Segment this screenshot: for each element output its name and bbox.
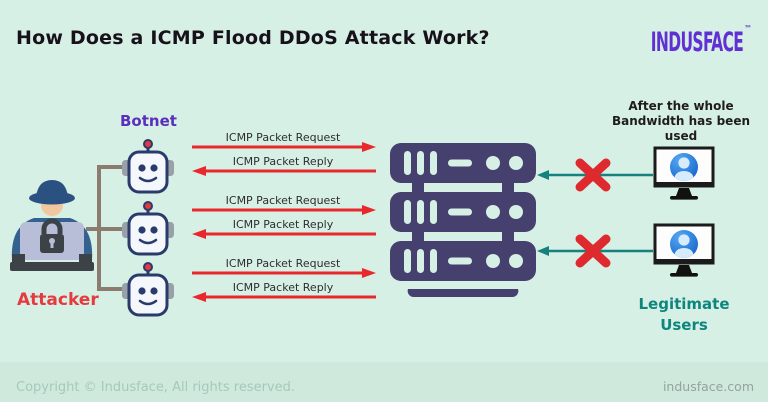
blocked-x-icon — [575, 234, 611, 268]
monitor-user-icon — [653, 146, 715, 200]
icmp-request-label: ICMP Packet Request — [225, 131, 341, 144]
page-title: How Does a ICMP Flood DDoS Attack Work? — [16, 27, 490, 49]
arrow-right-icon — [192, 142, 376, 152]
botnet-label: Botnet — [120, 112, 177, 130]
arrow-left-icon — [192, 229, 376, 239]
indusface-logo: INDUSFACE ™ — [594, 24, 752, 58]
legitimate-users-line2: Users — [660, 316, 708, 334]
legitimate-users-line1: Legitimate — [638, 295, 730, 313]
bandwidth-note: After the whole Bandwidth has been used — [596, 99, 766, 144]
bandwidth-note-line2: Bandwidth has been used — [612, 114, 750, 143]
blocked-x-icon — [575, 158, 611, 192]
bot-robot-icon — [122, 262, 174, 317]
website-text: indusface.com — [662, 379, 754, 394]
blocked-traffic-arrow-icon — [537, 246, 653, 256]
legitimate-users-label: Legitimate Users — [618, 294, 750, 336]
icmp-reply-label: ICMP Packet Reply — [232, 218, 334, 231]
attacker-label: Attacker — [17, 290, 99, 310]
botnet-branch-line — [97, 165, 124, 169]
bot-robot-icon — [122, 201, 174, 256]
monitor-user-icon — [653, 223, 715, 277]
lock-icon — [40, 218, 64, 253]
arrow-right-icon — [192, 268, 376, 278]
footer-band — [0, 362, 768, 402]
icmp-request-label: ICMP Packet Request — [225, 194, 341, 207]
icmp-request-label: ICMP Packet Request — [225, 257, 341, 270]
trademark-symbol: ™ — [744, 24, 752, 33]
arrow-left-icon — [192, 292, 376, 302]
server-stack-icon — [390, 143, 536, 298]
arrow-right-icon — [192, 205, 376, 215]
attacker-hacker-icon — [10, 180, 94, 271]
bot-robot-icon — [122, 139, 174, 194]
arrow-left-icon — [192, 166, 376, 176]
blocked-traffic-arrow-icon — [537, 170, 653, 180]
icmp-reply-label: ICMP Packet Reply — [232, 281, 334, 294]
botnet-branch-line — [97, 287, 124, 291]
bandwidth-note-line1: After the whole — [628, 99, 734, 113]
botnet-branch-line — [86, 227, 124, 231]
logo-wordmark: INDUSFACE — [650, 26, 743, 58]
icmp-reply-label: ICMP Packet Reply — [232, 155, 334, 168]
copyright-text: Copyright © Indusface, All rights reserv… — [16, 380, 296, 395]
